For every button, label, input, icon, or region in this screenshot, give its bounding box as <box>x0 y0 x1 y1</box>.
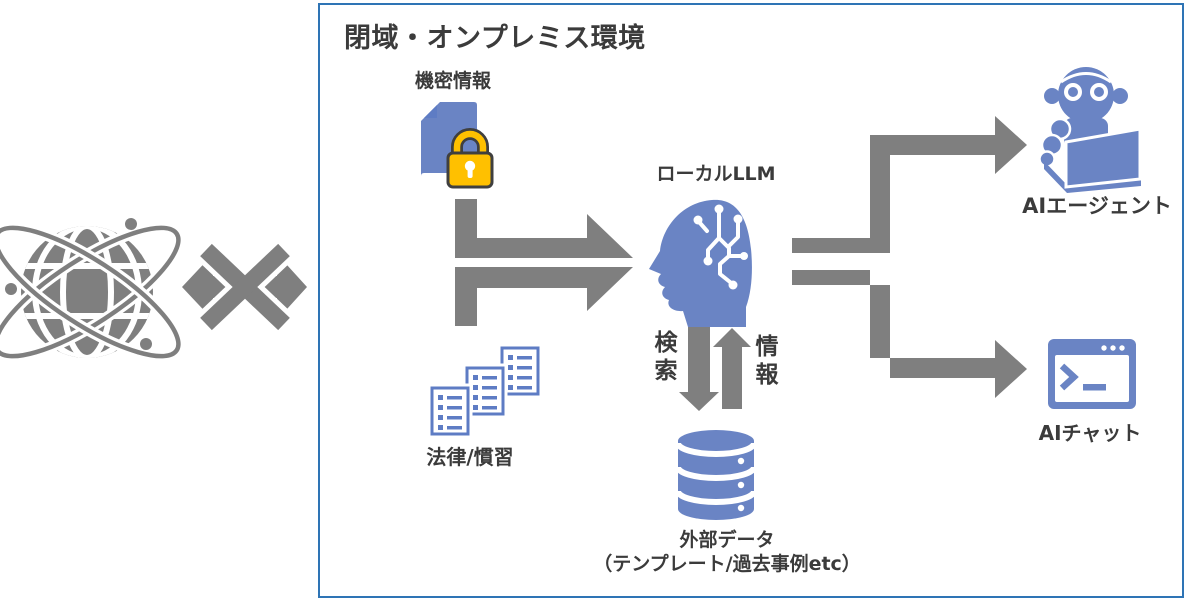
external-data-sublabel: （テンプレート/過去事例etc） <box>593 553 861 575</box>
laws-customs-label: 法律/慣習 <box>426 445 514 469</box>
local-llm-label: ローカルLLM <box>656 163 776 185</box>
search-down-arrow <box>679 327 719 411</box>
input-arrows <box>455 199 633 326</box>
info-up-arrow <box>713 328 751 409</box>
terminal-window-icon <box>1048 339 1136 409</box>
documents-stack-icon <box>427 346 540 439</box>
output-arrow-bottom <box>792 270 1027 398</box>
blocked-double-arrow-icon <box>182 240 307 334</box>
brain-head-icon <box>649 199 752 327</box>
globe-network-icon <box>0 218 184 362</box>
input-arrow-top <box>455 199 633 258</box>
boundary-title: 閉域・オンプレミス環境 <box>344 23 646 54</box>
external-data-label: 外部データ <box>679 529 775 551</box>
llm-db-arrows <box>679 327 751 411</box>
database-icon <box>675 430 757 520</box>
locked-document-icon <box>421 102 494 189</box>
ai-agent-label: AIエージェント <box>1022 194 1172 218</box>
search-flow-label: 検索 <box>650 330 676 386</box>
input-arrow-bottom <box>455 267 633 326</box>
info-flow-label: 情報 <box>751 334 777 390</box>
ai-chat-label: AIチャット <box>1038 421 1142 445</box>
confidential-info-label: 機密情報 <box>414 70 492 92</box>
output-arrows <box>792 116 1027 398</box>
robot-laptop-icon <box>1038 67 1142 193</box>
output-arrow-top <box>792 116 1027 253</box>
